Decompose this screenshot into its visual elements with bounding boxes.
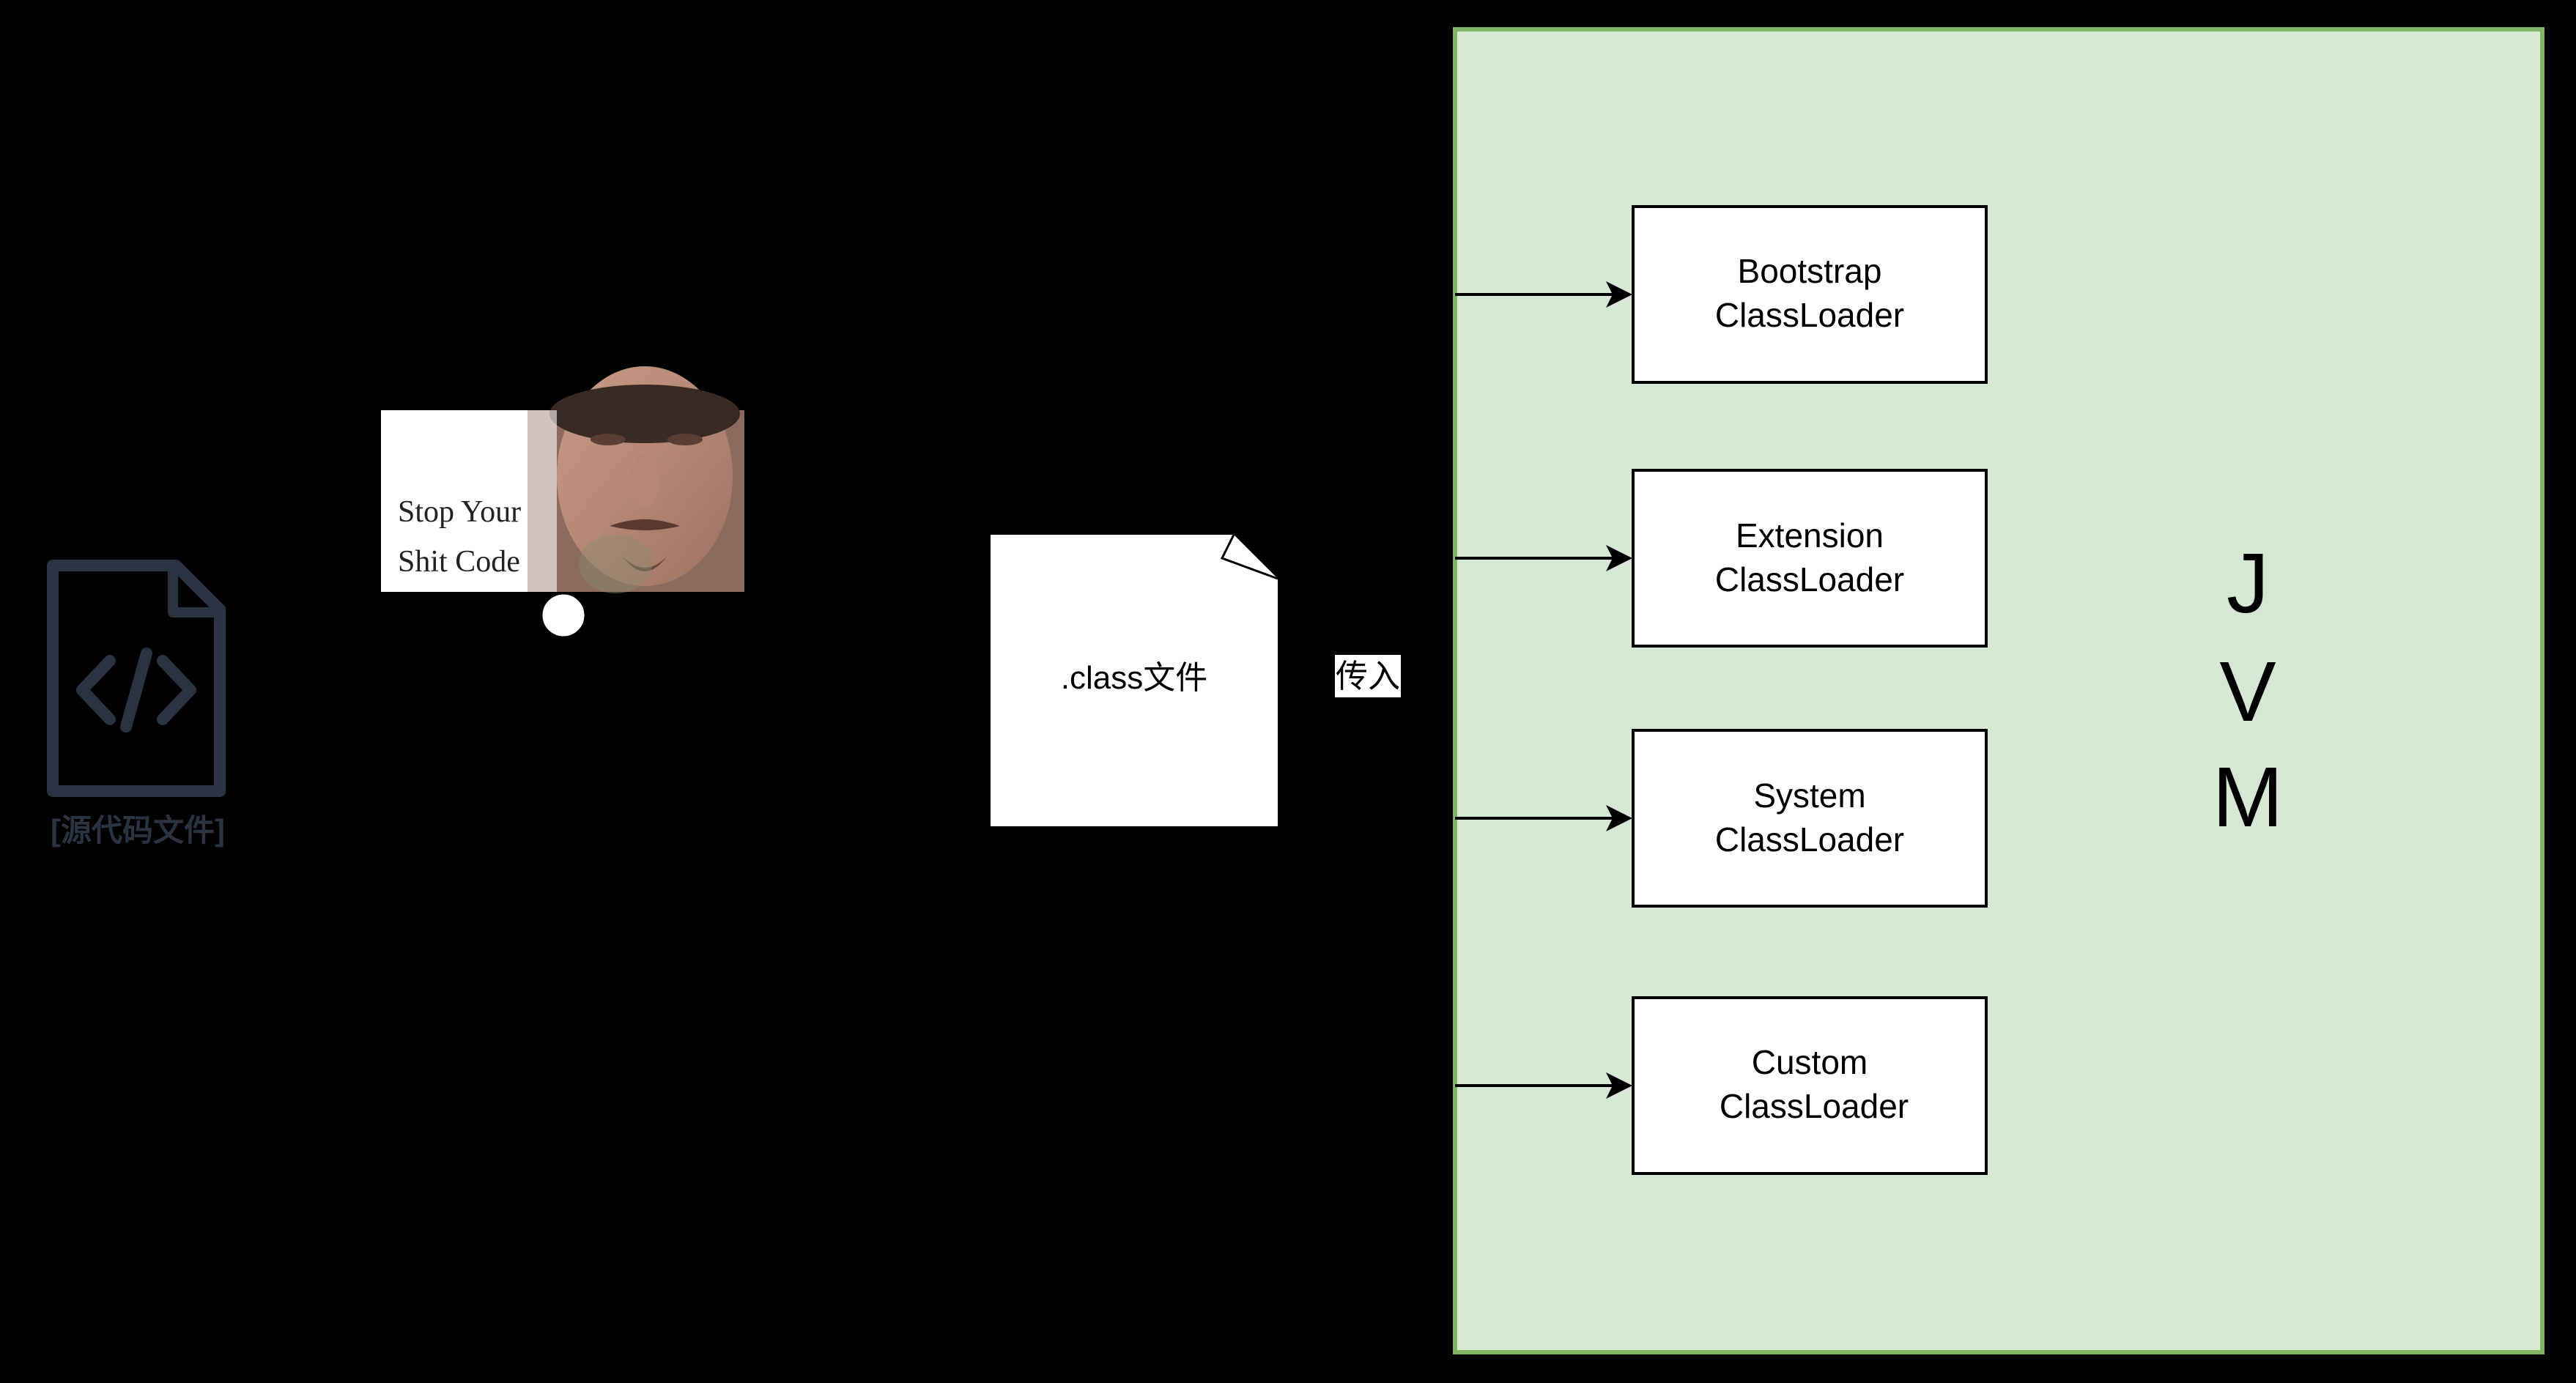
custom-line2: ClassLoader xyxy=(1720,1087,1909,1125)
class-file-label: .class文件 xyxy=(1061,660,1207,696)
connector-dot xyxy=(540,592,587,639)
class-file-fold xyxy=(1220,534,1278,580)
source-file-caption: [源代码文件] xyxy=(51,813,225,848)
meme-line1: Stop Your xyxy=(398,495,521,529)
meme-image xyxy=(381,366,744,593)
extension-line1: Extension xyxy=(1736,516,1884,555)
meme-line2: Shit Code xyxy=(398,545,520,579)
jvm-letter-m: M xyxy=(2213,749,2284,845)
edge-label-bg xyxy=(1335,655,1401,697)
jvm-container xyxy=(1453,27,2544,1354)
system-line2: ClassLoader xyxy=(1715,820,1904,859)
bootstrap-line2: ClassLoader xyxy=(1715,296,1904,334)
jvm-letter-v: V xyxy=(2219,644,2276,739)
custom-line1: Custom xyxy=(1752,1043,1868,1081)
edge-label: 传入 xyxy=(1336,659,1400,694)
extension-line2: ClassLoader xyxy=(1715,560,1904,598)
code-file-icon xyxy=(47,560,226,797)
bootstrap-line1: Bootstrap xyxy=(1738,252,1882,290)
bootstrap-classloader-box: Bootstrap ClassLoader xyxy=(1632,205,1988,384)
custom-classloader-box: Custom ClassLoader xyxy=(1632,996,1988,1175)
system-classloader-box: System ClassLoader xyxy=(1632,729,1988,908)
extension-classloader-box: Extension ClassLoader xyxy=(1632,469,1988,648)
system-line1: System xyxy=(1753,776,1865,815)
class-file-note xyxy=(991,535,1278,826)
jvm-letter-j: J xyxy=(2227,535,2269,631)
